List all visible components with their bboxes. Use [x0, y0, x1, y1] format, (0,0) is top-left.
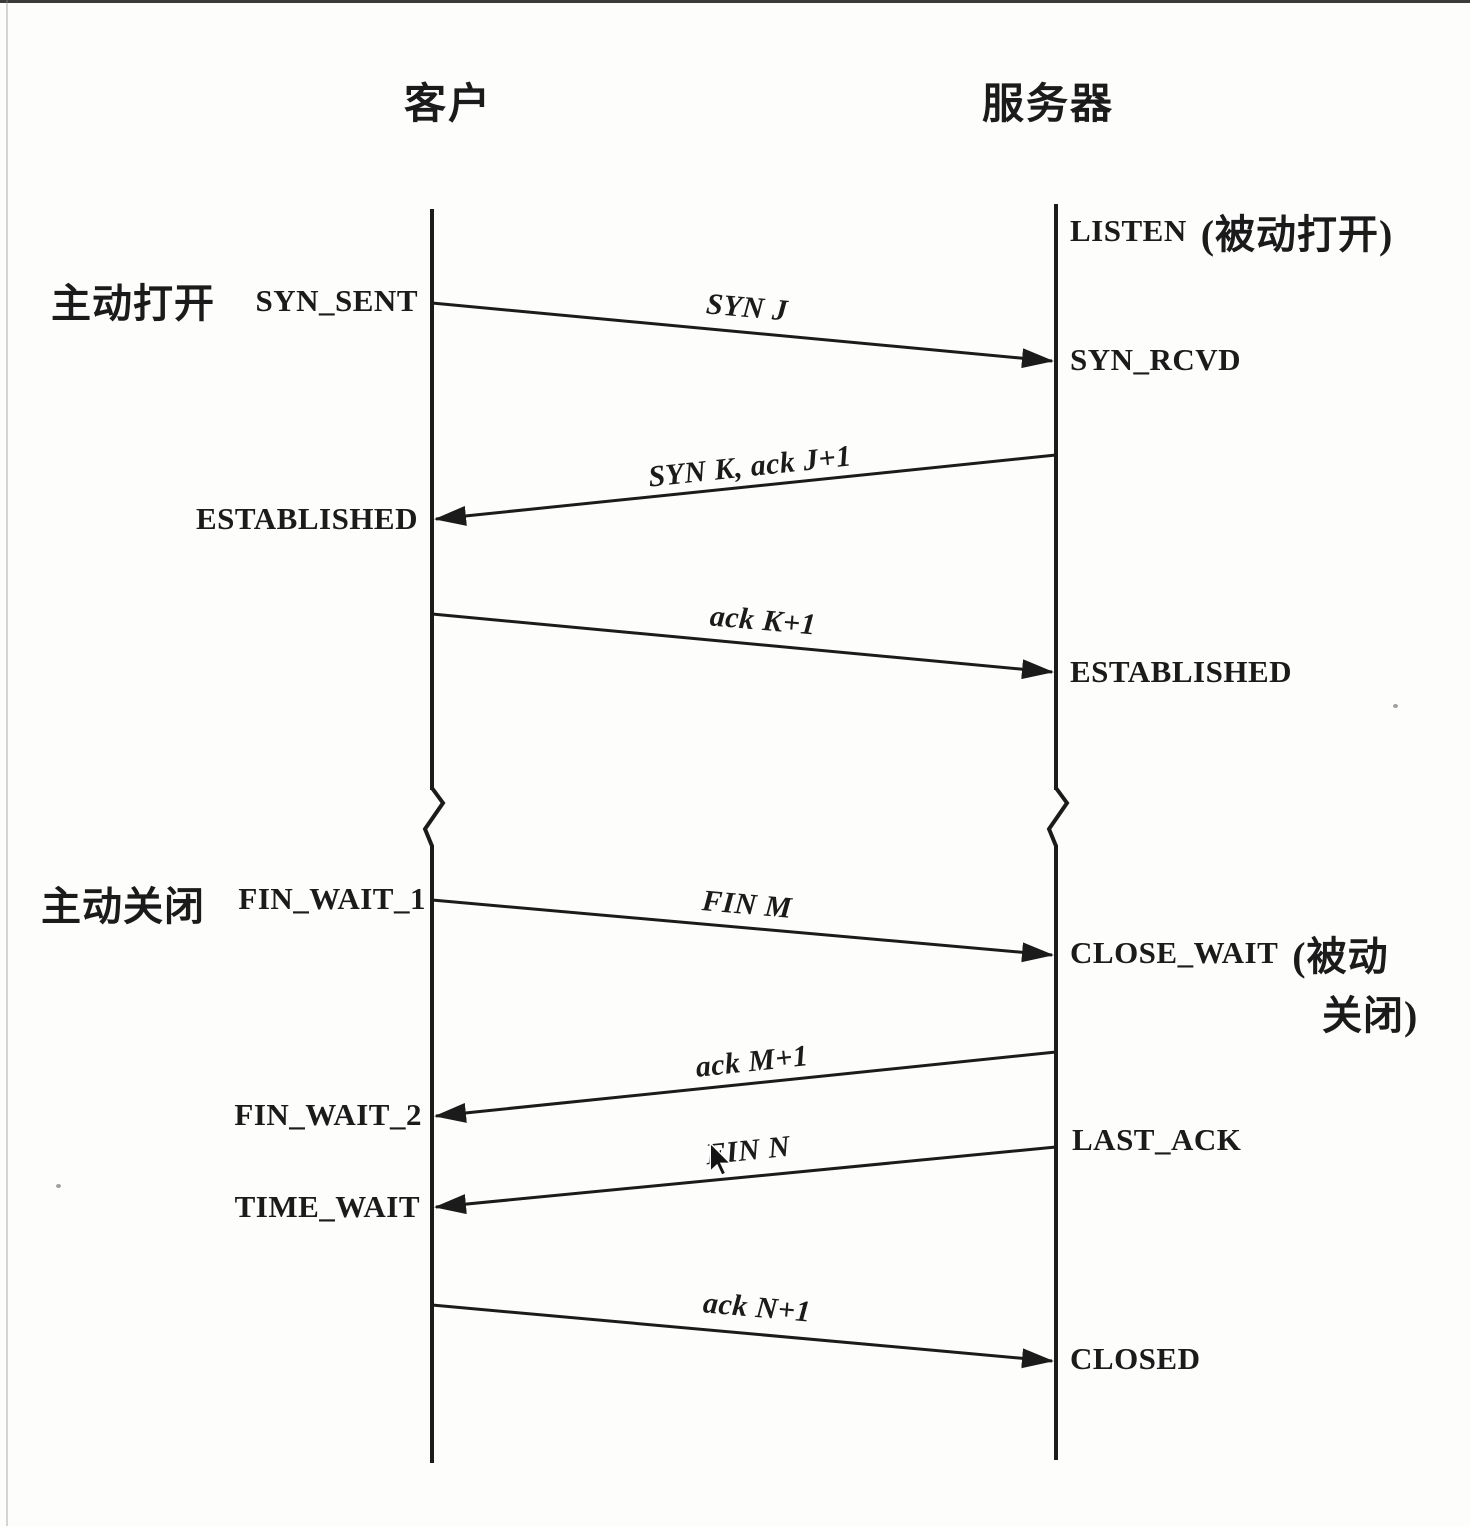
state-closed: CLOSED: [1070, 1341, 1201, 1376]
active-open-label: 主动打开: [51, 281, 215, 326]
state-established-client: ESTABLISHED: [195, 501, 418, 536]
passive-close-label-line1: (被动: [1292, 934, 1389, 979]
server-column-title: 服务器: [981, 82, 1115, 128]
synack-arrow: [434, 453, 1057, 526]
artifact-dot: [56, 1184, 61, 1188]
active-close-label: 主动关闭: [41, 884, 205, 929]
state-established-server: ESTABLISHED: [1070, 654, 1293, 689]
client-timeline-break-icon: [422, 786, 446, 847]
state-listen: LISTEN: [1070, 213, 1187, 248]
ack-m-arrow: [434, 1050, 1057, 1123]
passive-open-label: (被动打开): [1200, 212, 1394, 257]
passive-close-label-line2: 关闭): [1322, 993, 1419, 1038]
state-close-wait: CLOSE_WAIT: [1070, 935, 1279, 970]
client-column-title: 客户: [403, 82, 493, 128]
syn-arrow: [431, 301, 1054, 369]
artifact-dot: [1393, 704, 1398, 708]
window-top-border: [0, 0, 1470, 3]
ack-arrow: [431, 612, 1054, 680]
msg-syn: SYN J: [704, 287, 790, 328]
state-syn-sent: SYN_SENT: [255, 283, 418, 318]
listen-row: LISTEN (被动打开): [1070, 202, 1393, 260]
fin-m-arrow: [431, 898, 1054, 963]
fin-n-arrow: [434, 1145, 1057, 1215]
server-timeline-break-icon: [1046, 786, 1070, 847]
state-fin-wait-2: FIN_WAIT_2: [234, 1097, 422, 1132]
window-left-border: [6, 0, 8, 1526]
state-last-ack: LAST_ACK: [1072, 1122, 1242, 1157]
state-syn-rcvd: SYN_RCVD: [1070, 342, 1242, 377]
close-wait-row: CLOSE_WAIT (被动: [1070, 924, 1389, 982]
ack-n-arrow: [431, 1303, 1054, 1369]
state-fin-wait-1: FIN_WAIT_1: [238, 881, 426, 916]
mouse-cursor-icon: [709, 1142, 733, 1177]
state-time-wait: TIME_WAIT: [234, 1189, 420, 1224]
